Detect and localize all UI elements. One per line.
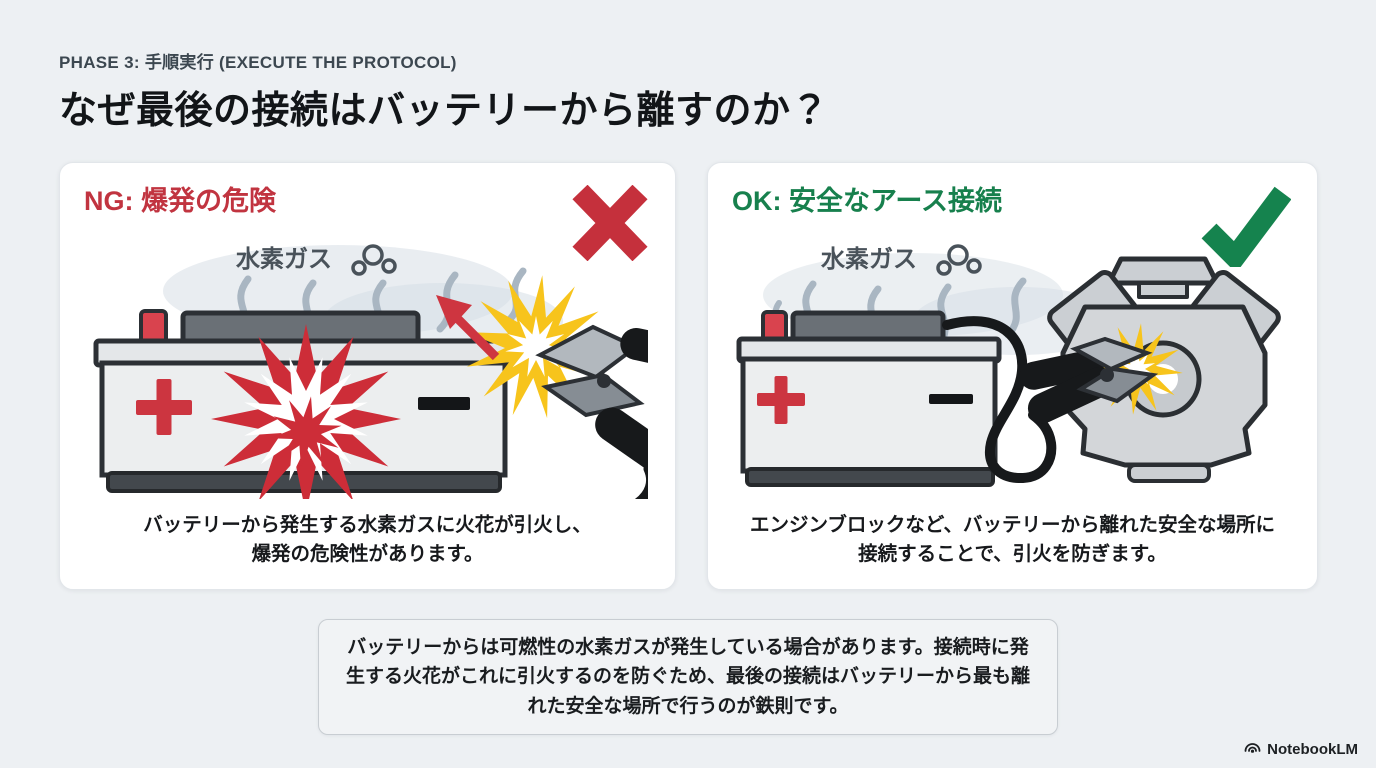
battery-terminal-cap bbox=[138, 309, 168, 346]
ng-illustration: 水素ガス bbox=[93, 244, 648, 500]
summary-box: バッテリーからは可燃性の水素ガスが発生している場合があります。接続時に発生する火… bbox=[318, 619, 1058, 736]
summary-text: バッテリーからは可燃性の水素ガスが発生している場合があります。接続時に発生する火… bbox=[345, 637, 1030, 717]
gas-label: 水素ガス bbox=[235, 246, 332, 273]
comparison-cards: NG: 爆発の危険 水素ガス bbox=[59, 162, 1318, 590]
plus-terminal-symbol bbox=[756, 376, 805, 425]
cross-icon bbox=[571, 184, 649, 266]
molecule-icon bbox=[935, 244, 982, 277]
explosion-icon bbox=[210, 324, 401, 500]
page-title: なぜ最後の接続はバッテリーから離すのか？ bbox=[59, 90, 830, 132]
jumper-cable bbox=[941, 316, 1056, 484]
slide-header: PHASE 3: 手順実行 (EXECUTE THE PROTOCOL) なぜ最… bbox=[59, 48, 829, 134]
ng-card-heading: NG: 爆発の危険 bbox=[84, 186, 276, 216]
jumper-clamp-icon bbox=[534, 325, 648, 500]
notebooklm-logo-icon bbox=[1243, 739, 1262, 760]
ok-card-heading: OK: 安全なアース接続 bbox=[732, 186, 1003, 216]
ng-caption: バッテリーから発生する水素ガスに火花が引火し、 爆発の危険性があります。 bbox=[143, 514, 592, 566]
gas-label: 水素ガス bbox=[820, 246, 917, 273]
jumper-clamp-icon bbox=[941, 316, 1158, 484]
spark-arrow-icon bbox=[435, 295, 499, 361]
minus-terminal-symbol bbox=[417, 397, 470, 411]
plus-terminal-symbol bbox=[135, 379, 192, 436]
check-icon bbox=[1199, 185, 1292, 273]
spark-icon bbox=[1090, 323, 1183, 416]
molecule-icon bbox=[350, 244, 397, 277]
brand-badge: NotebookLM bbox=[1243, 739, 1358, 760]
jumper-cable bbox=[634, 464, 648, 500]
ok-caption: エンジンブロックなど、バッテリーから離れた安全な場所に 接続することで、引火を防… bbox=[750, 514, 1275, 566]
battery-illustration bbox=[736, 310, 1001, 488]
ok-illustration: 水素ガス bbox=[736, 244, 1281, 488]
ok-card: OK: 安全なアース接続 水素ガス bbox=[707, 162, 1318, 590]
brand-name: NotebookLM bbox=[1267, 741, 1358, 758]
ng-card: NG: 爆発の危険 水素ガス bbox=[59, 162, 676, 590]
phase-eyebrow: PHASE 3: 手順実行 (EXECUTE THE PROTOCOL) bbox=[59, 53, 457, 72]
minus-terminal-symbol bbox=[928, 394, 973, 405]
